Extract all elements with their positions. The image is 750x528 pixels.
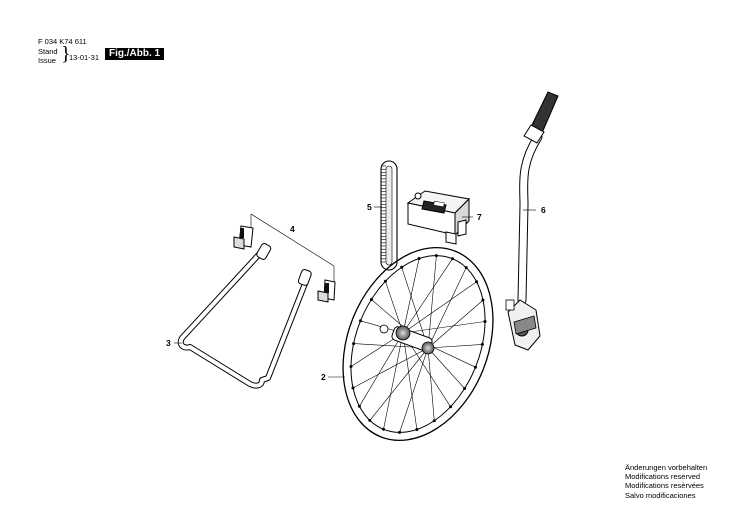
callout-5: 5 bbox=[367, 202, 372, 212]
part-number: F 034 K74 611 bbox=[38, 37, 87, 46]
note-line: Salvo modificaciones bbox=[625, 490, 696, 500]
issue-label: Issue bbox=[38, 56, 56, 65]
leader-lines bbox=[174, 206, 536, 378]
modifications-notice: Änderungen vorbehalten Modifications res… bbox=[625, 463, 707, 500]
callout-4: 4 bbox=[290, 224, 295, 234]
mounting-clips-icon bbox=[233, 225, 336, 303]
note-line: Änderungen vorbehalten bbox=[625, 463, 708, 472]
stand-bracket-icon bbox=[177, 243, 312, 389]
handle-icon bbox=[505, 91, 559, 351]
note-line: Modifications resèrvées bbox=[625, 481, 704, 491]
callout-3: 3 bbox=[166, 338, 171, 348]
counter-icon bbox=[406, 190, 471, 245]
wheel-icon bbox=[342, 246, 494, 442]
belt-icon bbox=[380, 160, 398, 271]
stand-label: Stand bbox=[38, 47, 58, 56]
callout-2: 2 bbox=[321, 372, 326, 382]
brace-glyph: } bbox=[61, 43, 71, 65]
callout-6: 6 bbox=[541, 205, 546, 215]
callout-7: 7 bbox=[477, 212, 482, 222]
note-line: Modifications reserved bbox=[625, 472, 701, 482]
issue-date: 13-01-31 bbox=[69, 53, 100, 62]
figure-badge: Fig./Abb. 1 bbox=[105, 48, 165, 60]
